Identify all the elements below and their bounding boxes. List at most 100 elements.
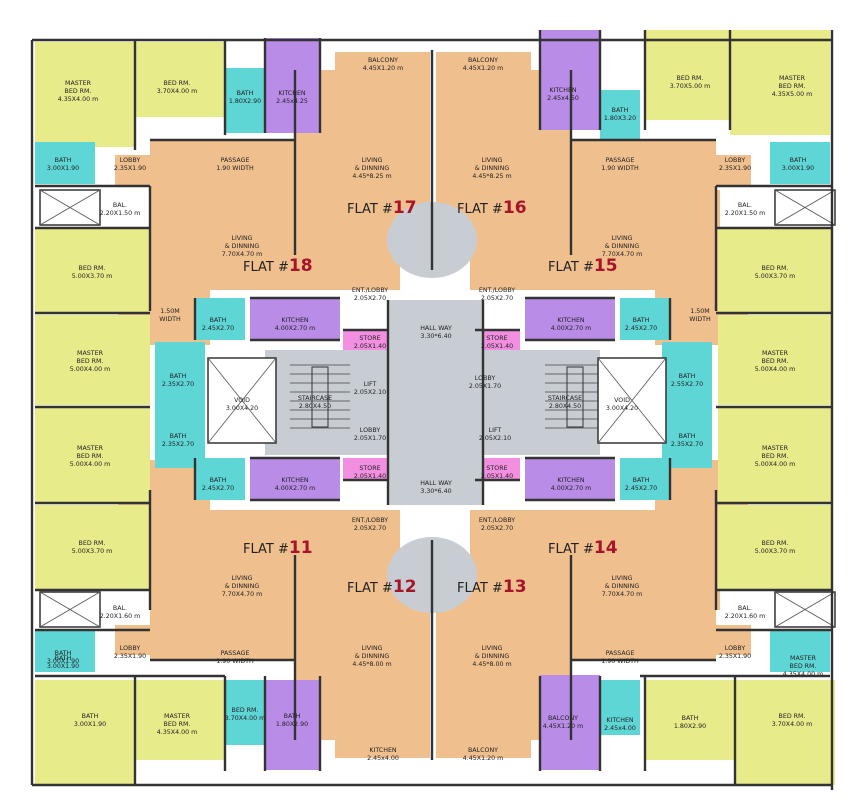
room-name: MASTER (762, 350, 789, 357)
room-name: PASSAGE (221, 157, 250, 164)
room-fill-living (150, 140, 295, 190)
room-dimension: 5.00X4.00 m (70, 461, 111, 468)
room-label: BAL.2.20X1.50 m (725, 202, 766, 217)
room-name: BATH (210, 477, 227, 484)
room-name: MASTER (790, 655, 817, 662)
room-name: WIDTH (159, 316, 181, 323)
room-name: MASTER (164, 713, 191, 720)
room-name: LOBBY (725, 157, 746, 164)
room-name: STAIRCASE (298, 395, 332, 402)
room-dimension: 2.20X1.50 m (725, 210, 766, 217)
room-fill-bedroom (35, 315, 150, 405)
room-name: LOBBY (475, 375, 496, 382)
room-name: HALL WAY (420, 480, 452, 487)
room-name: LIFT (364, 381, 377, 388)
room-name: MASTER (779, 75, 806, 82)
room-dimension: 3.00X1.90 (47, 663, 79, 670)
room-dimension: 2.05X1.40 (481, 473, 513, 480)
room-dimension: 3.00X1.90 (47, 658, 79, 665)
room-name: BATH (170, 373, 187, 380)
room-name: ENT./LOBBY (479, 517, 515, 524)
room-dimension: 1.80X2.90 (674, 723, 706, 730)
flat-label: FLAT #16 (457, 198, 527, 218)
room-name: & DINNING (475, 165, 510, 172)
room-dimension: 4.35X4.00 m (157, 729, 198, 736)
room-dimension: 4.00X2.70 m (275, 485, 316, 492)
room-name: BED RM. (77, 358, 104, 365)
room-dimension: 2.05X2.70 (481, 295, 513, 302)
room-fill-bedroom (35, 228, 150, 313)
room-fills (35, 30, 836, 785)
flat-label: FLAT #12 (347, 577, 417, 597)
room-fill-living (436, 52, 531, 72)
room-label: BED RM.5.00X3.70 m (72, 540, 113, 555)
room-dimension: 4.45*8.00 m (352, 661, 391, 668)
room-name: LIVING (611, 235, 632, 242)
room-dimension: 2.05X1.70 (469, 383, 501, 390)
room-name: MASTER (762, 445, 789, 452)
room-name: PASSAGE (606, 157, 635, 164)
room-label: BED RM.3.70X4.00 m (157, 80, 198, 95)
room-fill-living (470, 190, 720, 290)
room-name: BED RM. (77, 453, 104, 460)
room-fill-bedroom (135, 42, 225, 117)
room-fill-bedroom (35, 408, 150, 503)
room-fill-bedroom (35, 505, 150, 590)
room-name: STORE (486, 465, 507, 472)
room-fill-bedroom (645, 680, 735, 760)
room-fill-store (475, 458, 520, 480)
room-name: BALCONY (548, 715, 578, 722)
room-fill-bath (225, 680, 265, 745)
room-fill-living (115, 155, 150, 185)
room-dimension: 4.35X5.00 m (772, 91, 813, 98)
room-name: MASTER (65, 80, 92, 87)
room-name: BED RM. (164, 721, 191, 728)
room-dimension: 4.45X1.20 m (543, 723, 584, 730)
room-name: BATH (55, 650, 72, 657)
room-dimension: 3.70X4.00 m (157, 88, 198, 95)
room-name: BALCONY (468, 747, 498, 754)
room-dimension: 4.00X2.70 m (551, 325, 592, 332)
room-name: BATH (55, 157, 72, 164)
room-dimension: 2.05X2.70 (354, 525, 386, 532)
room-name: KITCHEN (606, 717, 634, 724)
room-fill-living (150, 190, 400, 290)
room-dimension: 4.45*8.00 m (472, 661, 511, 668)
room-dimension: 3.00X4.20 (606, 405, 638, 412)
void-cross (207, 357, 277, 444)
room-name: BED RM. (232, 707, 259, 714)
room-dimension: 3.70X4.00 m (225, 715, 266, 722)
room-name: BED RM. (762, 358, 789, 365)
room-dimension: 5.00X3.70 m (72, 273, 113, 280)
room-dimension: 2.80X4.50 (549, 403, 581, 410)
room-name: 1.50M (690, 308, 709, 315)
room-dimension: 2.35X1.90 (114, 653, 146, 660)
room-name: BED RM. (790, 663, 817, 670)
room-name: & DINNING (355, 165, 390, 172)
room-fill-bath (195, 458, 245, 500)
room-name: PASSAGE (606, 650, 635, 657)
void-cross (774, 591, 836, 628)
room-fill-core (265, 350, 395, 455)
room-dimension: 3.00X1.90 (782, 165, 814, 172)
room-name: MASTER (77, 350, 104, 357)
room-fill-store (343, 330, 388, 352)
